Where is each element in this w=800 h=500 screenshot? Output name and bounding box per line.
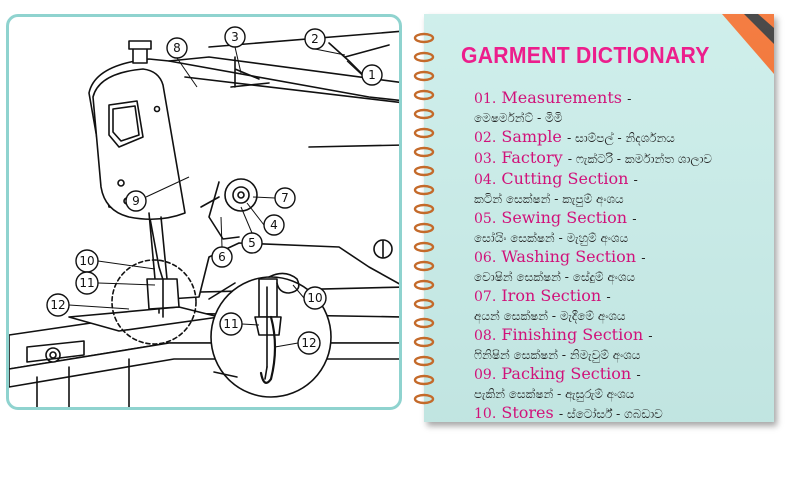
entry-translation: පැකින් සෙක්ෂන් - ඇසුරුම් අංශය — [474, 387, 635, 401]
callout-10: 10 — [79, 254, 94, 268]
entry-term: Stores — [501, 403, 554, 422]
entry-number: 04. — [474, 172, 497, 188]
sewing-machine-illustration: 1 2 3 7 4 5 6 8 9 10 11 12 10 11 12 — [9, 26, 399, 407]
entry-translation: සෝයිං සෙක්ෂන් - මැහුම් අංශය — [474, 231, 629, 245]
list-item: 05. Sewing Section - සෝයිං සෙක්ෂන් - මැහ… — [474, 208, 774, 247]
list-item: 02. Sample - සාම්පල් - නිදර්ශනය — [474, 127, 774, 148]
list-item: 03. Factory - ෆැක්ටරි - කර්මාන්ත ශාලාව — [474, 148, 774, 169]
dictionary-list: 01. Measurements - මෙෂර්මන්ට් - මිමි 02.… — [474, 88, 774, 424]
entry-number: 05. — [474, 211, 497, 227]
entry-number: 08. — [474, 328, 497, 344]
callout-4: 4 — [270, 218, 278, 232]
sewing-machine-diagram-panel: 1 2 3 7 4 5 6 8 9 10 11 12 10 11 12 — [6, 14, 402, 410]
entry-number: 02. — [474, 130, 497, 146]
callout-7: 7 — [281, 191, 289, 205]
entry-term: Measurements — [501, 88, 622, 107]
entry-term: Sample — [501, 127, 562, 146]
entry-term: Finishing Section — [501, 325, 644, 344]
list-item: 07. Iron Section - අයන් සෙක්ෂන් - මැදීමේ… — [474, 286, 774, 325]
zoom-callout-12: 12 — [301, 336, 316, 350]
corner-ribbon-decoration — [722, 14, 774, 74]
notebook-page — [424, 14, 774, 422]
callout-11: 11 — [79, 276, 94, 290]
list-item: 09. Packing Section - පැකින් සෙක්ෂන් - ඇ… — [474, 364, 774, 403]
entry-number: 09. — [474, 367, 497, 383]
entry-translation: - ස්ටෝර්ස් - ගබඩාව — [558, 407, 663, 421]
list-item: 10. Stores - ස්ටෝර්ස් - ගබඩාව — [474, 403, 774, 424]
entry-translation: කටින් සෙක්ෂන් - කැපුම් අංශය — [474, 192, 624, 206]
spiral-binding — [413, 32, 435, 405]
callout-2: 2 — [311, 32, 319, 46]
zoom-callout-11: 11 — [223, 317, 238, 331]
list-item: 06. Washing Section - වොෂින් සෙක්ෂන් - ස… — [474, 247, 774, 286]
entry-translation: අයන් සෙක්ෂන් - මැදීමේ අංශය — [474, 309, 626, 323]
entry-term: Sewing Section — [501, 208, 628, 227]
list-item: 04. Cutting Section - කටින් සෙක්ෂන් - කැ… — [474, 169, 774, 208]
entry-term: Cutting Section — [501, 169, 629, 188]
entry-translation: - සාම්පල් - නිදර්ශනය — [566, 131, 675, 145]
entry-translation: ෆිනිෂින් සෙක්ෂන් - නිමැවුම් අංශය — [474, 348, 641, 362]
entry-term: Factory — [501, 148, 563, 167]
entry-term: Washing Section — [501, 247, 637, 266]
entry-translation: - ෆැක්ටරි - කර්මාන්ත ශාලාව — [567, 152, 713, 166]
entry-translation: වොෂින් සෙක්ෂන් - සේදුම් අංශය — [474, 270, 636, 284]
list-item: 08. Finishing Section - ෆිනිෂින් සෙක්ෂන්… — [474, 325, 774, 364]
entry-number: 07. — [474, 289, 497, 305]
entry-number: 03. — [474, 151, 497, 167]
callout-5: 5 — [248, 236, 256, 250]
page-title: GARMENT DICTIONARY — [461, 42, 710, 68]
zoom-callout-10: 10 — [307, 291, 322, 305]
callout-9: 9 — [132, 194, 140, 208]
entry-number: 10. — [474, 406, 497, 422]
entry-translation: මෙෂර්මන්ට් - මිමි — [474, 111, 563, 125]
callout-3: 3 — [231, 30, 239, 44]
callout-12: 12 — [50, 298, 65, 312]
entry-term: Iron Section — [501, 286, 602, 305]
list-item: 01. Measurements - මෙෂර්මන්ට් - මිමි — [474, 88, 774, 127]
callout-6: 6 — [218, 250, 226, 264]
entry-number: 01. — [474, 91, 497, 107]
entry-number: 06. — [474, 250, 497, 266]
entry-term: Packing Section — [501, 364, 632, 383]
callout-1: 1 — [368, 68, 376, 82]
callout-8: 8 — [173, 41, 181, 55]
